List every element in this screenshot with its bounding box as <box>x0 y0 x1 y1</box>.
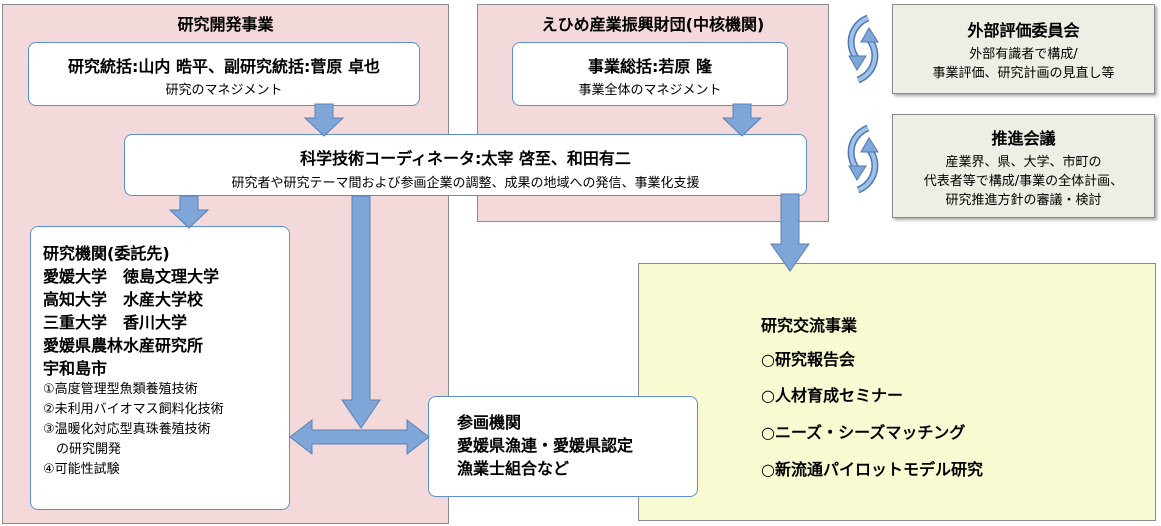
participants-line-1: 愛媛県漁連・愛媛県認定 <box>457 436 634 455</box>
arrow-double-institutions-participants <box>289 418 430 456</box>
participants-heading: 参画機関 <box>457 413 522 432</box>
arrow-down-coordinator-to-institutions <box>168 195 210 229</box>
promotion-council-line-2: 代表者等で構成/事業の全体計画、 <box>923 174 1124 189</box>
cycle-arrowhead-4 <box>860 137 879 153</box>
institution-member-3: 三重大学 香川大学 <box>43 313 188 332</box>
exchange-panel: 研究交流事業 ○研究報告会 ○人材育成セミナー ○ニーズ・シーズマッチング ○新… <box>638 263 1156 521</box>
institution-member-4: 愛媛県農林水産研究所 <box>43 336 204 355</box>
participants-line-2: 漁業士組合など <box>457 459 570 478</box>
research-theme-4: ④可能性試験 <box>43 462 120 477</box>
external-committee-box: 外部評価委員会 外部有識者で構成/ 事業評価、研究計画の見直し等 <box>892 4 1155 94</box>
research-theme-3-cont: の研究開発 <box>43 442 122 457</box>
participants-box: 参画機関 愛媛県漁連・愛媛県認定 漁業士組合など <box>428 396 698 497</box>
project-director-role: 事業全体のマネジメント <box>578 83 722 98</box>
external-committee-line-1: 外部有識者で構成/ <box>969 47 1078 62</box>
exchange-title: 研究交流事業 <box>761 316 858 335</box>
arrow-down-project-to-coordinator <box>721 103 763 137</box>
promotion-council-title: 推進会議 <box>991 129 1056 148</box>
project-director-box: 事業総括:若原 隆 事業全体のマネジメント <box>512 42 788 106</box>
research-theme-1: ①高度管理型魚類養殖技術 <box>43 382 198 397</box>
institutions-heading: 研究機関(委託先) <box>43 244 170 263</box>
cycle-arrowhead-2 <box>860 27 879 43</box>
research-theme-2: ②未利用バイオマス飼料化技術 <box>43 402 224 417</box>
institution-member-2: 高知大学 水産大学校 <box>43 290 204 309</box>
institution-member-5: 宇和島市 <box>43 359 108 378</box>
promotion-council-line-3: 研究推進方針の審議・検討 <box>945 193 1102 208</box>
exchange-item-4: ○新流通パイロットモデル研究 <box>761 460 983 479</box>
exchange-item-2: ○人材育成セミナー <box>761 386 903 405</box>
research-institutions-box: 研究機関(委託先) 愛媛大学 徳島文理大学 高知大学 水産大学校 三重大学 香川… <box>30 226 290 510</box>
exchange-item-1: ○研究報告会 <box>761 350 855 369</box>
arrow-down-research-to-coordinator <box>303 103 345 137</box>
external-committee-line-2: 事業評価、研究計画の見直し等 <box>932 66 1115 81</box>
exchange-item-3: ○ニーズ・シーズマッチング <box>761 423 966 442</box>
promotion-council-box: 推進会議 産業界、県、大学、市町の 代表者等で構成/事業の全体計画、 研究推進方… <box>892 114 1155 218</box>
promotion-council-line-1: 産業界、県、大学、市町の <box>945 155 1102 170</box>
research-director-box: 研究統括:山内 晧平、副研究統括:菅原 卓也 研究のマネジメント <box>28 42 420 106</box>
coordinator-box: 科学技術コーディネータ:太宰 啓至、和田有二 研究者や研究テーマ間および参画企業… <box>124 134 807 196</box>
external-committee-title: 外部評価委員会 <box>967 21 1080 40</box>
arrow-down-foundation-to-exchange <box>770 193 810 272</box>
cycle-arrowhead-1 <box>848 55 867 71</box>
coordinator-name: 科学技術コーディネータ:太宰 啓至、和田有二 <box>300 149 631 168</box>
institution-member-1: 愛媛大学 徳島文理大学 <box>43 267 220 286</box>
research-director-role: 研究のマネジメント <box>165 83 283 98</box>
research-theme-3: ③温暖化対応型真珠養殖技術 <box>43 422 211 437</box>
coordinator-role: 研究者や研究テーマ間および参画企業の調整、成果の地域への発信、事業化支援 <box>231 176 700 191</box>
ehime-foundation-title: えひめ産業振興財団(中核機関) <box>541 15 765 34</box>
research-dev-title: 研究開発事業 <box>177 15 274 34</box>
cycle-arrowhead-3 <box>848 165 867 181</box>
research-director-name: 研究統括:山内 晧平、副研究統括:菅原 卓也 <box>68 57 380 76</box>
project-director-name: 事業総括:若原 隆 <box>588 57 712 76</box>
arrow-down-coordinator-center <box>341 195 381 429</box>
